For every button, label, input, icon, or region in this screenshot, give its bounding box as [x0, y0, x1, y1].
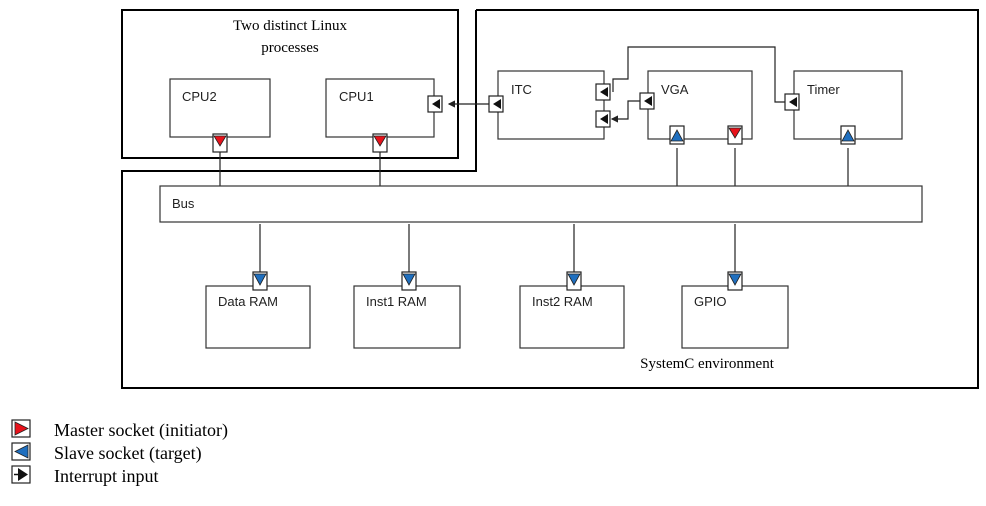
interrupt-inputs — [427, 83, 800, 128]
inst1-ram-block — [353, 285, 461, 349]
data-ram-label: Data RAM — [218, 294, 278, 309]
master-sockets — [212, 125, 743, 153]
vga-label: VGA — [661, 82, 689, 97]
inst1-ram-slave-socket — [401, 271, 417, 291]
bus-block — [159, 185, 923, 223]
gpio-block — [681, 285, 789, 349]
inst2-ram-slave-socket — [566, 271, 582, 291]
inst2-ram-block — [519, 285, 625, 349]
inst2-ram-label: Inst2 RAM — [532, 294, 593, 309]
frame-title-line2: processes — [261, 40, 319, 56]
gpio-slave-socket — [727, 271, 743, 291]
legend: Master socket (initiator) Slave socket (… — [11, 419, 228, 486]
itc-irq-input-1 — [595, 83, 611, 101]
vga-master-socket — [727, 125, 743, 145]
gpio-label: GPIO — [694, 294, 727, 309]
legend-interrupt-text: Interrupt input — [54, 466, 158, 486]
cpu1-block — [325, 78, 435, 138]
timer-label: Timer — [807, 82, 840, 97]
cpu2-master-socket — [212, 133, 228, 153]
itc-label: ITC — [511, 82, 532, 97]
timer-irq-port — [784, 93, 800, 111]
itc-irq-input-2 — [595, 110, 611, 128]
cpu2-label: CPU2 — [182, 89, 217, 104]
wires — [219, 46, 849, 280]
frame-title-line1: Two distinct Linux — [233, 18, 347, 34]
vga-slave-socket — [669, 125, 685, 145]
legend-slave-text: Slave socket (target) — [54, 443, 202, 464]
cpu2-block — [169, 78, 271, 138]
legend-interrupt-icon — [11, 465, 31, 484]
systemc-environment-frame — [121, 9, 979, 389]
environment-label: SystemC environment — [640, 356, 775, 372]
linux-processes-frame — [121, 9, 459, 159]
vga-itc-irq-wire — [610, 100, 640, 123]
cpu1-master-socket — [372, 133, 388, 153]
data-ram-slave-socket — [252, 271, 268, 291]
inst1-ram-label: Inst1 RAM — [366, 294, 427, 309]
vga-irq-port — [639, 92, 655, 110]
legend-master-icon — [11, 419, 31, 438]
timer-itc-irq-wire — [612, 46, 785, 103]
data-ram-block — [205, 285, 311, 349]
cpu1-label: CPU1 — [339, 89, 374, 104]
legend-slave-icon — [11, 442, 31, 461]
timer-slave-socket — [840, 125, 856, 145]
slave-sockets — [252, 125, 856, 291]
itc-left-irq-port — [488, 95, 504, 113]
legend-master-text: Master socket (initiator) — [54, 420, 228, 441]
bus-label: Bus — [172, 196, 195, 211]
cpu1-irq-input — [427, 95, 443, 113]
